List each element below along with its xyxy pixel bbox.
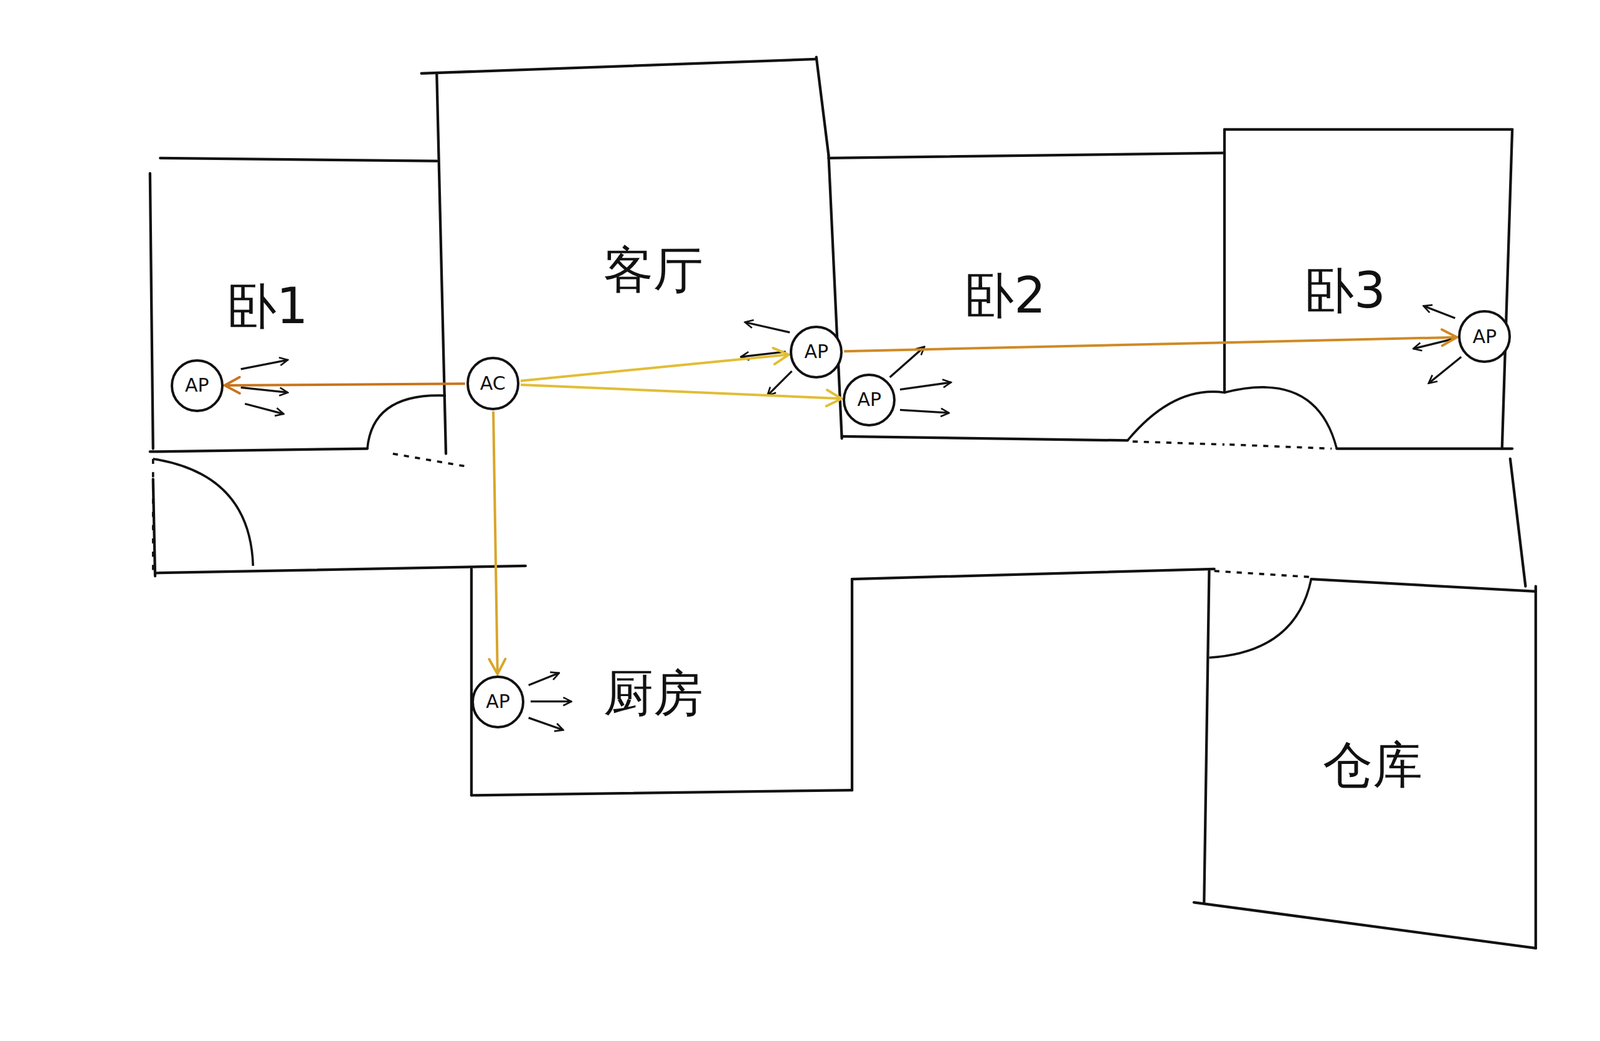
wall xyxy=(1223,129,1226,393)
device-name: AP xyxy=(485,692,511,712)
wall xyxy=(842,436,1128,441)
link-line xyxy=(520,384,842,399)
wall xyxy=(1336,447,1513,450)
signal-arrow xyxy=(744,321,790,332)
wired-link xyxy=(843,329,1457,352)
arrow-head xyxy=(772,348,789,365)
wall xyxy=(1534,586,1538,949)
walls xyxy=(150,57,1536,949)
signal-arrow xyxy=(899,382,952,390)
signal-arrow xyxy=(1413,338,1455,349)
wall xyxy=(850,579,854,791)
device-name: AP xyxy=(1472,327,1498,347)
door-opening xyxy=(1229,444,1332,450)
wall xyxy=(1193,902,1536,949)
link-line xyxy=(493,411,498,675)
wall xyxy=(828,153,1225,159)
room-name: 卧3 xyxy=(1304,265,1386,316)
signal-arrow xyxy=(899,409,950,413)
signal-arrow xyxy=(530,700,572,703)
signal-arrow xyxy=(528,718,564,731)
wall xyxy=(852,569,1215,580)
signal-arrow xyxy=(244,403,284,414)
door-opening xyxy=(1214,571,1312,578)
link-line xyxy=(843,337,1457,352)
device-name: AC xyxy=(480,374,506,393)
device-circle: AP xyxy=(170,359,224,413)
device-circle: AP xyxy=(1457,310,1511,364)
room-area: 卧2AP xyxy=(831,155,1225,439)
room-area: 卧1AP xyxy=(153,161,437,451)
door-arc xyxy=(1127,391,1225,441)
room-name: 厨房 xyxy=(603,668,704,719)
door-arc xyxy=(1224,387,1337,450)
signal-arrows xyxy=(241,305,1462,730)
arrow-head xyxy=(1441,329,1457,346)
wall xyxy=(1203,571,1209,903)
signal-arrow xyxy=(767,371,792,396)
device-circle: AP xyxy=(842,373,896,427)
wall xyxy=(155,566,526,573)
room-name: 卧2 xyxy=(964,270,1046,321)
arrow-head xyxy=(224,377,240,394)
link-line xyxy=(224,383,466,386)
wall xyxy=(470,569,473,796)
wall xyxy=(421,59,817,74)
wall xyxy=(1311,579,1536,592)
wall xyxy=(150,449,368,453)
signal-arrow xyxy=(241,387,288,393)
device-name: AP xyxy=(857,390,882,410)
signal-arrow xyxy=(1428,356,1462,384)
door-arc xyxy=(367,395,446,449)
wall xyxy=(816,57,829,156)
arrow-head xyxy=(826,389,843,407)
signal-arrow xyxy=(241,359,288,370)
wall xyxy=(150,173,154,449)
device-circle: AC xyxy=(466,356,520,410)
signal-arrow xyxy=(1423,305,1456,319)
wall xyxy=(471,790,853,796)
device-circle: AP xyxy=(471,675,525,729)
door-opening xyxy=(151,459,155,572)
room-area: 卧3AP xyxy=(1226,130,1502,448)
room-name: 卧1 xyxy=(226,281,309,332)
device-name: AP xyxy=(184,376,210,395)
wall xyxy=(1510,459,1526,587)
room-area: 客厅ACAP xyxy=(440,73,824,453)
room-name: 客厅 xyxy=(603,245,704,296)
door-arc xyxy=(1208,579,1312,658)
device-circle: AP xyxy=(789,325,843,379)
door-opening xyxy=(392,454,470,468)
door-opening xyxy=(1132,441,1225,445)
wired-link xyxy=(520,384,842,407)
room-area: 厨房 AP xyxy=(472,569,851,792)
wired-link xyxy=(488,411,506,675)
wired-link xyxy=(224,377,466,394)
arrow-head xyxy=(488,658,506,674)
wall xyxy=(160,158,437,162)
wall xyxy=(1502,129,1513,450)
link-line xyxy=(520,355,790,382)
wired-link xyxy=(520,348,790,382)
doors xyxy=(153,387,1338,658)
device-name: AP xyxy=(804,342,829,362)
wall xyxy=(1224,128,1513,131)
door-arc xyxy=(153,459,254,567)
room-area: 仓库 xyxy=(1206,581,1533,945)
signal-arrow xyxy=(528,673,560,686)
wall xyxy=(436,73,446,455)
room-name: 仓库 xyxy=(1322,740,1423,791)
